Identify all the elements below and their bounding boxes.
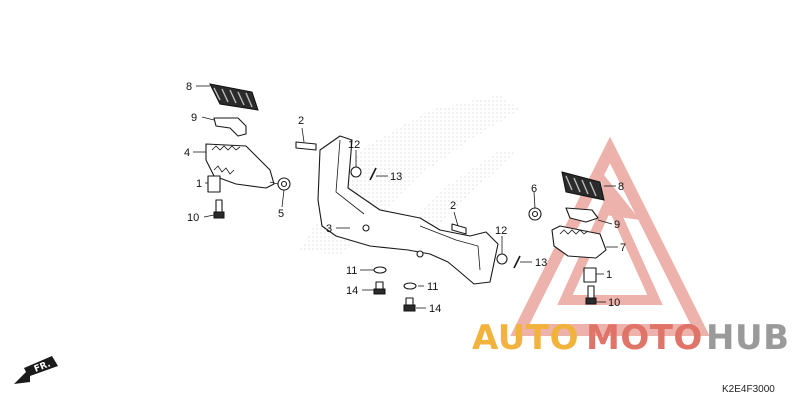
callout-8-left: 8 [186, 81, 192, 93]
footpeg-plate-right [565, 207, 599, 223]
callout-9-right: 9 [614, 219, 620, 231]
washer-upper [350, 166, 362, 178]
callout-13-upper: 13 [390, 171, 402, 183]
callout-10-left: 10 [187, 212, 199, 224]
callout-12-upper: 12 [348, 139, 360, 151]
bolt-14a [373, 281, 386, 295]
collar-left [207, 175, 221, 193]
wordmark-auto: AUTO [472, 318, 579, 358]
return-spring-right [528, 207, 542, 221]
collar-right [583, 267, 597, 283]
washer-11a [373, 266, 387, 274]
callout-6: 6 [531, 183, 537, 195]
diagram-code: K2E4F3000 [722, 384, 775, 395]
callout-1-left: 1 [196, 178, 202, 190]
cotter-pin-lower [513, 255, 521, 269]
wordmark-moto: MOTO [586, 318, 703, 358]
bolt-14b [403, 297, 416, 312]
footpeg-rubber-left [209, 83, 259, 111]
bolt-left [213, 199, 225, 219]
pin-upper [295, 141, 317, 151]
bolt-right [585, 285, 597, 305]
callout-11-a: 11 [346, 265, 357, 277]
footpeg-body-left [205, 143, 275, 189]
callout-12-lower: 12 [495, 225, 507, 237]
callout-14-b: 14 [429, 303, 441, 315]
footpeg-body-right [551, 225, 607, 259]
pin-lower [451, 223, 467, 235]
callout-4: 4 [184, 147, 190, 159]
leader-lines [193, 85, 618, 309]
callout-7: 7 [620, 242, 626, 254]
callout-1-right: 1 [606, 269, 612, 281]
callout-labels: 8 9 4 1 10 5 2 12 13 3 11 14 11 14 2 12 … [184, 81, 626, 315]
callout-11-b: 11 [427, 281, 438, 293]
callout-2-lower: 2 [450, 200, 456, 212]
footpeg-plate-left [213, 117, 247, 137]
callout-3: 3 [326, 223, 332, 235]
callout-8-right: 8 [618, 181, 624, 193]
wordmark-hub: HUB [706, 318, 789, 358]
washer-lower [496, 253, 508, 265]
washer-11b [403, 282, 417, 290]
step-bracket [317, 135, 499, 285]
callout-13-lower: 13 [535, 257, 547, 269]
callout-9-left: 9 [191, 112, 197, 124]
front-direction-arrow: FR. [14, 356, 58, 384]
callout-14-a: 14 [346, 285, 358, 297]
footpeg-rubber-right [561, 171, 605, 201]
cotter-pin-upper [369, 167, 377, 181]
automotohub-wordmark: AUTO MOTO HUB [472, 318, 789, 358]
callout-2-upper: 2 [298, 115, 304, 127]
front-label: FR. [33, 359, 52, 375]
callout-5: 5 [278, 208, 284, 220]
callout-10-right: 10 [608, 297, 620, 309]
